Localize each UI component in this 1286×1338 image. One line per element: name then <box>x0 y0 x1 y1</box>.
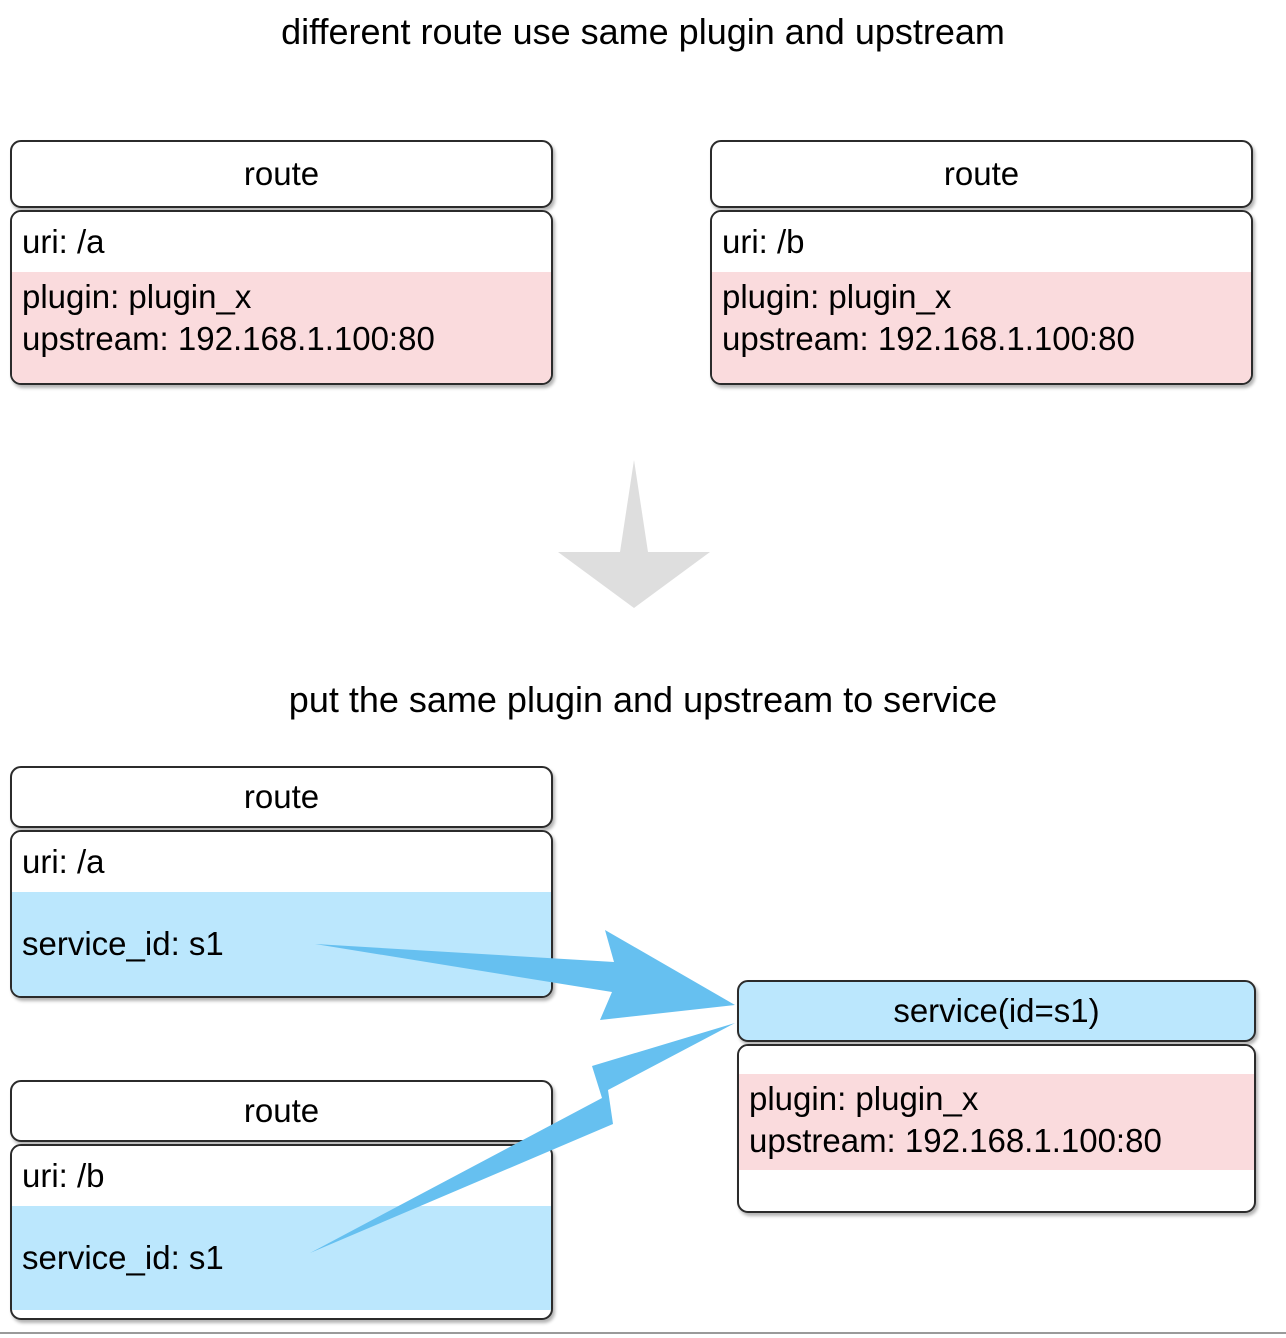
route-a2-entity[interactable]: route uri: /a service_id: s1 <box>10 766 553 998</box>
route-b-body: uri: /b plugin: plugin_x upstream: 192.1… <box>710 210 1253 385</box>
bottom-section-title: put the same plugin and upstream to serv… <box>288 679 998 720</box>
route-b-upstream-line: upstream: 192.168.1.100:80 <box>722 320 1135 357</box>
route-b2-entity[interactable]: route uri: /b service_id: s1 <box>10 1080 553 1320</box>
service-bottom-spacer <box>739 1170 1254 1198</box>
service-upstream-line: upstream: 192.168.1.100:80 <box>749 1122 1162 1159</box>
route-a-upstream-line: upstream: 192.168.1.100:80 <box>22 320 435 357</box>
route-a-header-label: route <box>243 155 320 192</box>
route-b2-header: route <box>10 1080 553 1142</box>
service-plugin-line: plugin: plugin_x <box>749 1080 979 1117</box>
route-b-header-label: route <box>943 155 1020 192</box>
route-b2-header-label: route <box>243 1092 320 1129</box>
route-b-header: route <box>710 140 1253 208</box>
route-a2-header-label: route <box>243 778 320 815</box>
route-b2-body: uri: /b service_id: s1 <box>10 1144 553 1320</box>
bottom-divider <box>0 1332 1286 1334</box>
route-a2-service-id-row: service_id: s1 <box>12 892 551 996</box>
service-body: plugin: plugin_x upstream: 192.168.1.100… <box>737 1044 1256 1213</box>
service-header-label: service(id=s1) <box>893 992 1100 1029</box>
route-a2-header: route <box>10 766 553 828</box>
route-b-entity[interactable]: route uri: /b plugin: plugin_x upstream:… <box>710 140 1253 385</box>
service-entity[interactable]: service(id=s1) plugin: plugin_x upstream… <box>737 980 1256 1213</box>
top-section-title: different route use same plugin and upst… <box>281 11 1005 52</box>
route-a-uri-row: uri: /a <box>12 212 551 272</box>
service-top-spacer <box>739 1046 1254 1074</box>
down-arrow-icon <box>558 460 710 608</box>
service-header: service(id=s1) <box>737 980 1256 1042</box>
route-a-entity[interactable]: route uri: /a plugin: plugin_x upstream:… <box>10 140 553 385</box>
service-plugin-band: plugin: plugin_x upstream: 192.168.1.100… <box>739 1074 1254 1170</box>
route-b-plugin-line: plugin: plugin_x <box>722 278 952 315</box>
route-b-uri-row: uri: /b <box>712 212 1251 272</box>
route-b-plugin-band: plugin: plugin_x upstream: 192.168.1.100… <box>712 272 1251 383</box>
route-a2-uri-row: uri: /a <box>12 832 551 892</box>
route-a-plugin-band: plugin: plugin_x upstream: 192.168.1.100… <box>12 272 551 383</box>
route-a-plugin-line: plugin: plugin_x <box>22 278 252 315</box>
route-a2-body: uri: /a service_id: s1 <box>10 830 553 998</box>
route-a-header: route <box>10 140 553 208</box>
route-b2-uri-row: uri: /b <box>12 1146 551 1206</box>
route-b2-service-id-row: service_id: s1 <box>12 1206 551 1310</box>
route-a-body: uri: /a plugin: plugin_x upstream: 192.1… <box>10 210 553 385</box>
